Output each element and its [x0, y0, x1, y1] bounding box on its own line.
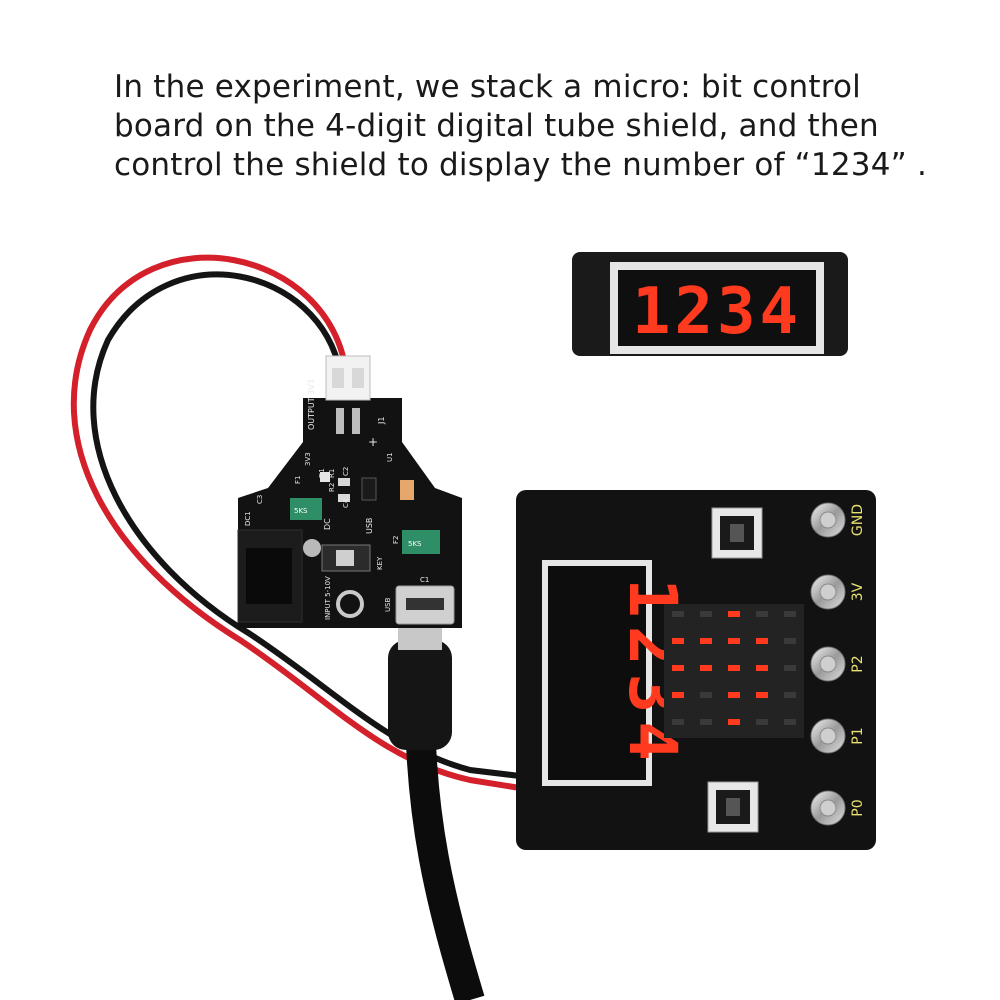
power-board-label: D1 [318, 468, 326, 478]
power-board-label: DC [323, 518, 332, 530]
led-matrix [672, 611, 796, 725]
led [756, 692, 768, 698]
power-board-label: USB [365, 518, 374, 534]
power-board-label: 5KS [408, 540, 422, 548]
screw-terminal-p2: P2 [810, 646, 866, 682]
power-board-label: OUTPUT 3V3 [307, 379, 316, 430]
screw-terminal-p0: P0 [810, 790, 866, 826]
led [728, 611, 740, 617]
display-closeup-inset: 1234 [572, 252, 848, 356]
led [756, 611, 768, 617]
power-board-label: INPUT 5-10V [324, 576, 332, 620]
led [700, 692, 712, 698]
power-board-label: 5KS [294, 507, 308, 515]
led [784, 611, 796, 617]
power-board-label: DC1 [244, 511, 252, 526]
power-board: OUTPUT 3V3 J1 + 3V3 D1 R1 R2 C2 C4 F1 C3… [237, 355, 462, 628]
pin-label: GND [850, 504, 866, 536]
power-board-label: R1 [328, 469, 336, 478]
power-board-label: C4 [342, 498, 350, 508]
power-board-label: F2 [392, 536, 400, 544]
push-button-top [711, 507, 763, 559]
led [728, 638, 740, 644]
power-board-label: USB [384, 597, 392, 612]
led [728, 719, 740, 725]
power-board-label: F1 [294, 476, 302, 484]
power-wires [70, 254, 523, 791]
pin-label: P1 [850, 727, 866, 744]
led [784, 665, 796, 671]
power-board-label: C2 [342, 467, 350, 476]
led [728, 692, 740, 698]
led [728, 665, 740, 671]
led [700, 665, 712, 671]
led [756, 638, 768, 644]
led [756, 719, 768, 725]
led [756, 665, 768, 671]
caption-line-2: board on the 4-digit digital tube shield… [114, 108, 879, 144]
power-board-label: J1 [377, 417, 386, 425]
led [672, 611, 684, 617]
power-board-label: C1 [420, 576, 429, 584]
inset-display-digits: 1234 [632, 275, 802, 349]
led [672, 638, 684, 644]
usb-cable [388, 620, 485, 1000]
power-board-label: C3 [256, 495, 264, 504]
led [672, 692, 684, 698]
pin-label: P0 [850, 799, 866, 816]
power-board-label: U1 [386, 452, 394, 462]
pin-label: 3V [850, 582, 866, 601]
led [784, 638, 796, 644]
led [672, 719, 684, 725]
led [784, 719, 796, 725]
led [784, 692, 796, 698]
screw-terminal-gnd: GND [810, 502, 866, 538]
power-board-label: KEY [376, 556, 384, 570]
power-board-label: 3V3 [304, 452, 312, 466]
pin-label: P2 [850, 655, 866, 672]
power-board-label: + [368, 435, 378, 449]
led [700, 719, 712, 725]
power-board-label: R2 [328, 483, 336, 492]
led [700, 611, 712, 617]
caption-text: In the experiment, we stack a micro: bit… [114, 68, 974, 185]
led [700, 638, 712, 644]
caption-line-1: In the experiment, we stack a micro: bit… [114, 69, 861, 105]
screw-terminal-3v: 3V [810, 574, 866, 610]
caption-line-3: control the shield to display the number… [114, 147, 927, 183]
led [672, 665, 684, 671]
push-button-bottom [707, 781, 759, 833]
screw-terminal-p1: P1 [810, 718, 866, 754]
